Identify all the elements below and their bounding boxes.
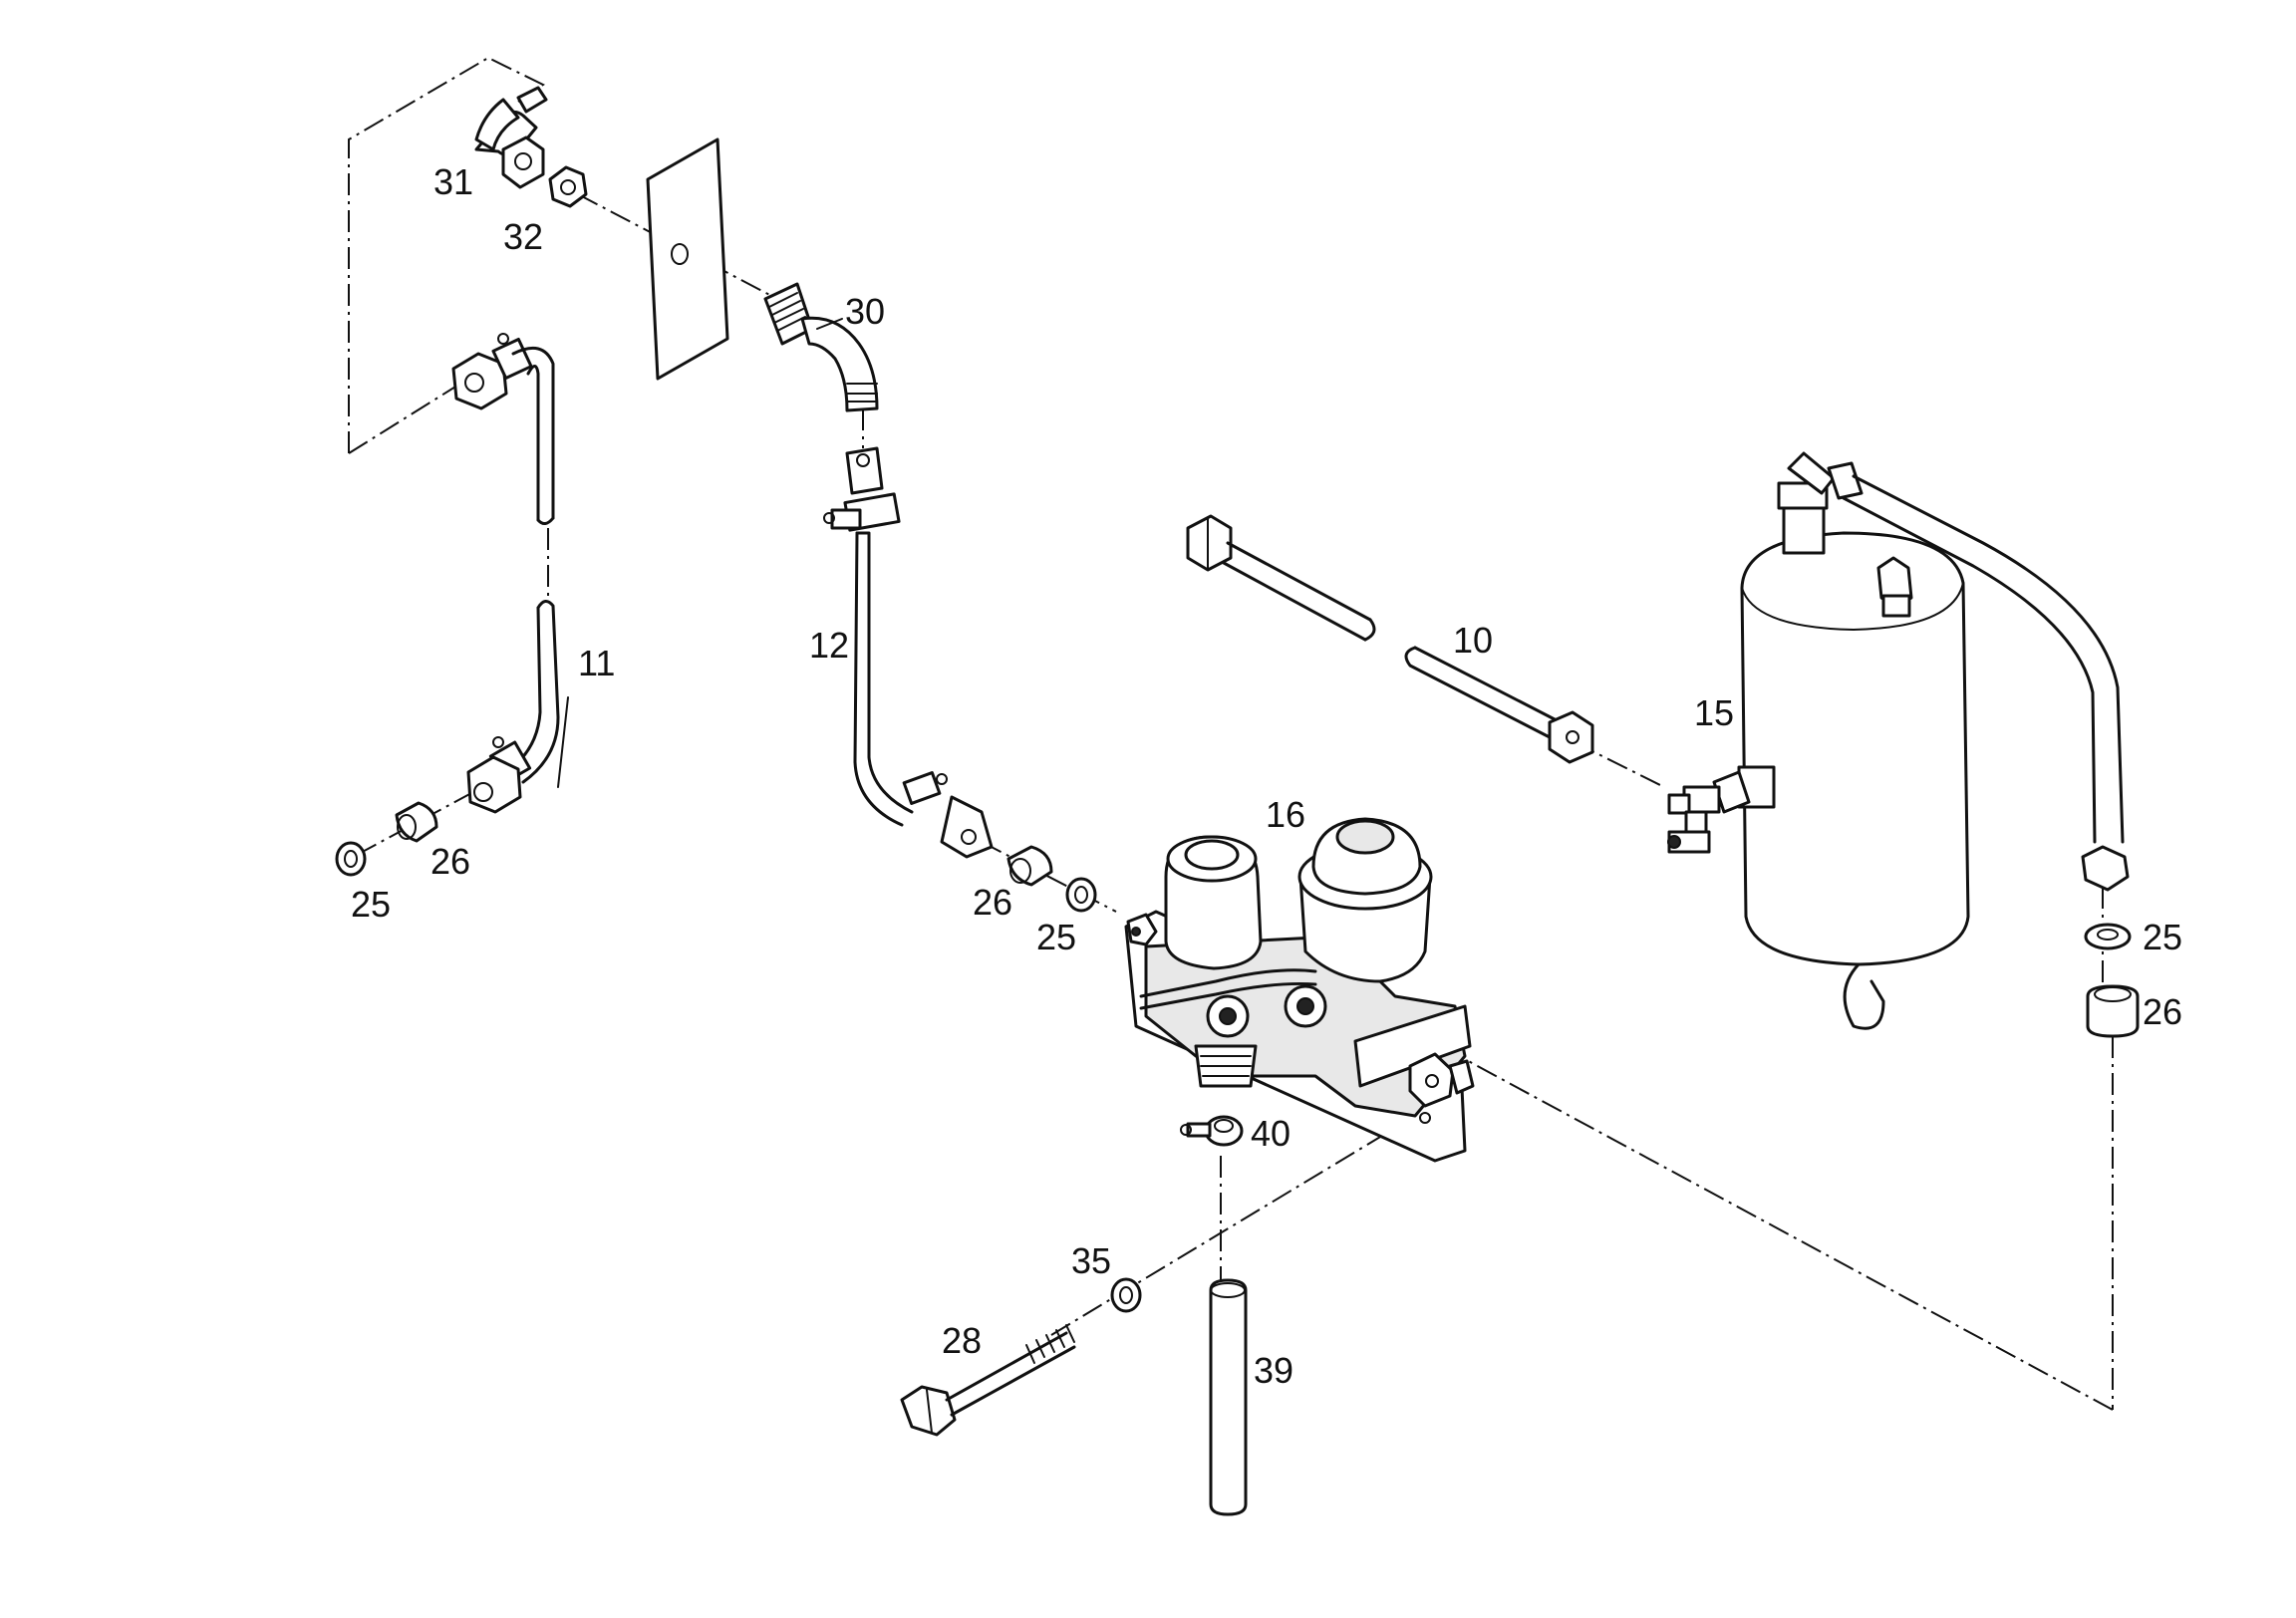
label-part-10: 10: [1453, 620, 1493, 661]
label-part-11: 11: [578, 643, 615, 683]
label-part-32: 32: [503, 216, 543, 257]
label-part-40: 40: [1251, 1113, 1291, 1154]
label-part-16: 16: [1266, 794, 1305, 835]
nut-32: [548, 165, 588, 208]
spacer-26-left: [395, 801, 438, 843]
label-part-15: 15: [1694, 692, 1734, 733]
spacer-26-middle: [1006, 845, 1053, 887]
bolt-28: [900, 1324, 1076, 1437]
hose-11: [451, 333, 560, 814]
mounting-plate: [646, 137, 729, 381]
part-number-labels: 31 32 30 11 12 10 15 16 26 25 26 25 25 2…: [351, 161, 2182, 1391]
valve-assembly-16: [1124, 817, 1475, 1163]
label-part-25-left: 25: [351, 884, 391, 925]
clamp-40: [1180, 1115, 1244, 1147]
label-part-26-right: 26: [2143, 991, 2182, 1032]
elbow-fitting-31: [474, 86, 548, 189]
label-part-25-middle: 25: [1036, 917, 1076, 957]
rod-39: [1209, 1278, 1248, 1516]
pipe-10: [1186, 514, 1594, 764]
label-part-26-left: 26: [430, 841, 470, 882]
spacer-26-right: [2086, 984, 2140, 1038]
label-part-26-middle: 26: [973, 882, 1012, 923]
label-part-28: 28: [942, 1320, 982, 1361]
label-part-25-right: 25: [2143, 917, 2182, 957]
label-part-12: 12: [809, 625, 849, 666]
union-elbow-30: [763, 282, 879, 412]
washer-25-middle: [1065, 877, 1097, 913]
air-tank-15: [1667, 451, 2130, 1030]
washer-35: [1110, 1277, 1142, 1313]
washer-25-right: [2084, 923, 2132, 950]
label-part-31: 31: [433, 161, 473, 202]
leader-lines: [557, 318, 843, 788]
hose-12: [823, 446, 994, 859]
label-part-35: 35: [1071, 1240, 1111, 1281]
label-part-39: 39: [1254, 1350, 1293, 1391]
washer-25-left: [335, 841, 367, 877]
label-part-30: 30: [845, 291, 885, 332]
